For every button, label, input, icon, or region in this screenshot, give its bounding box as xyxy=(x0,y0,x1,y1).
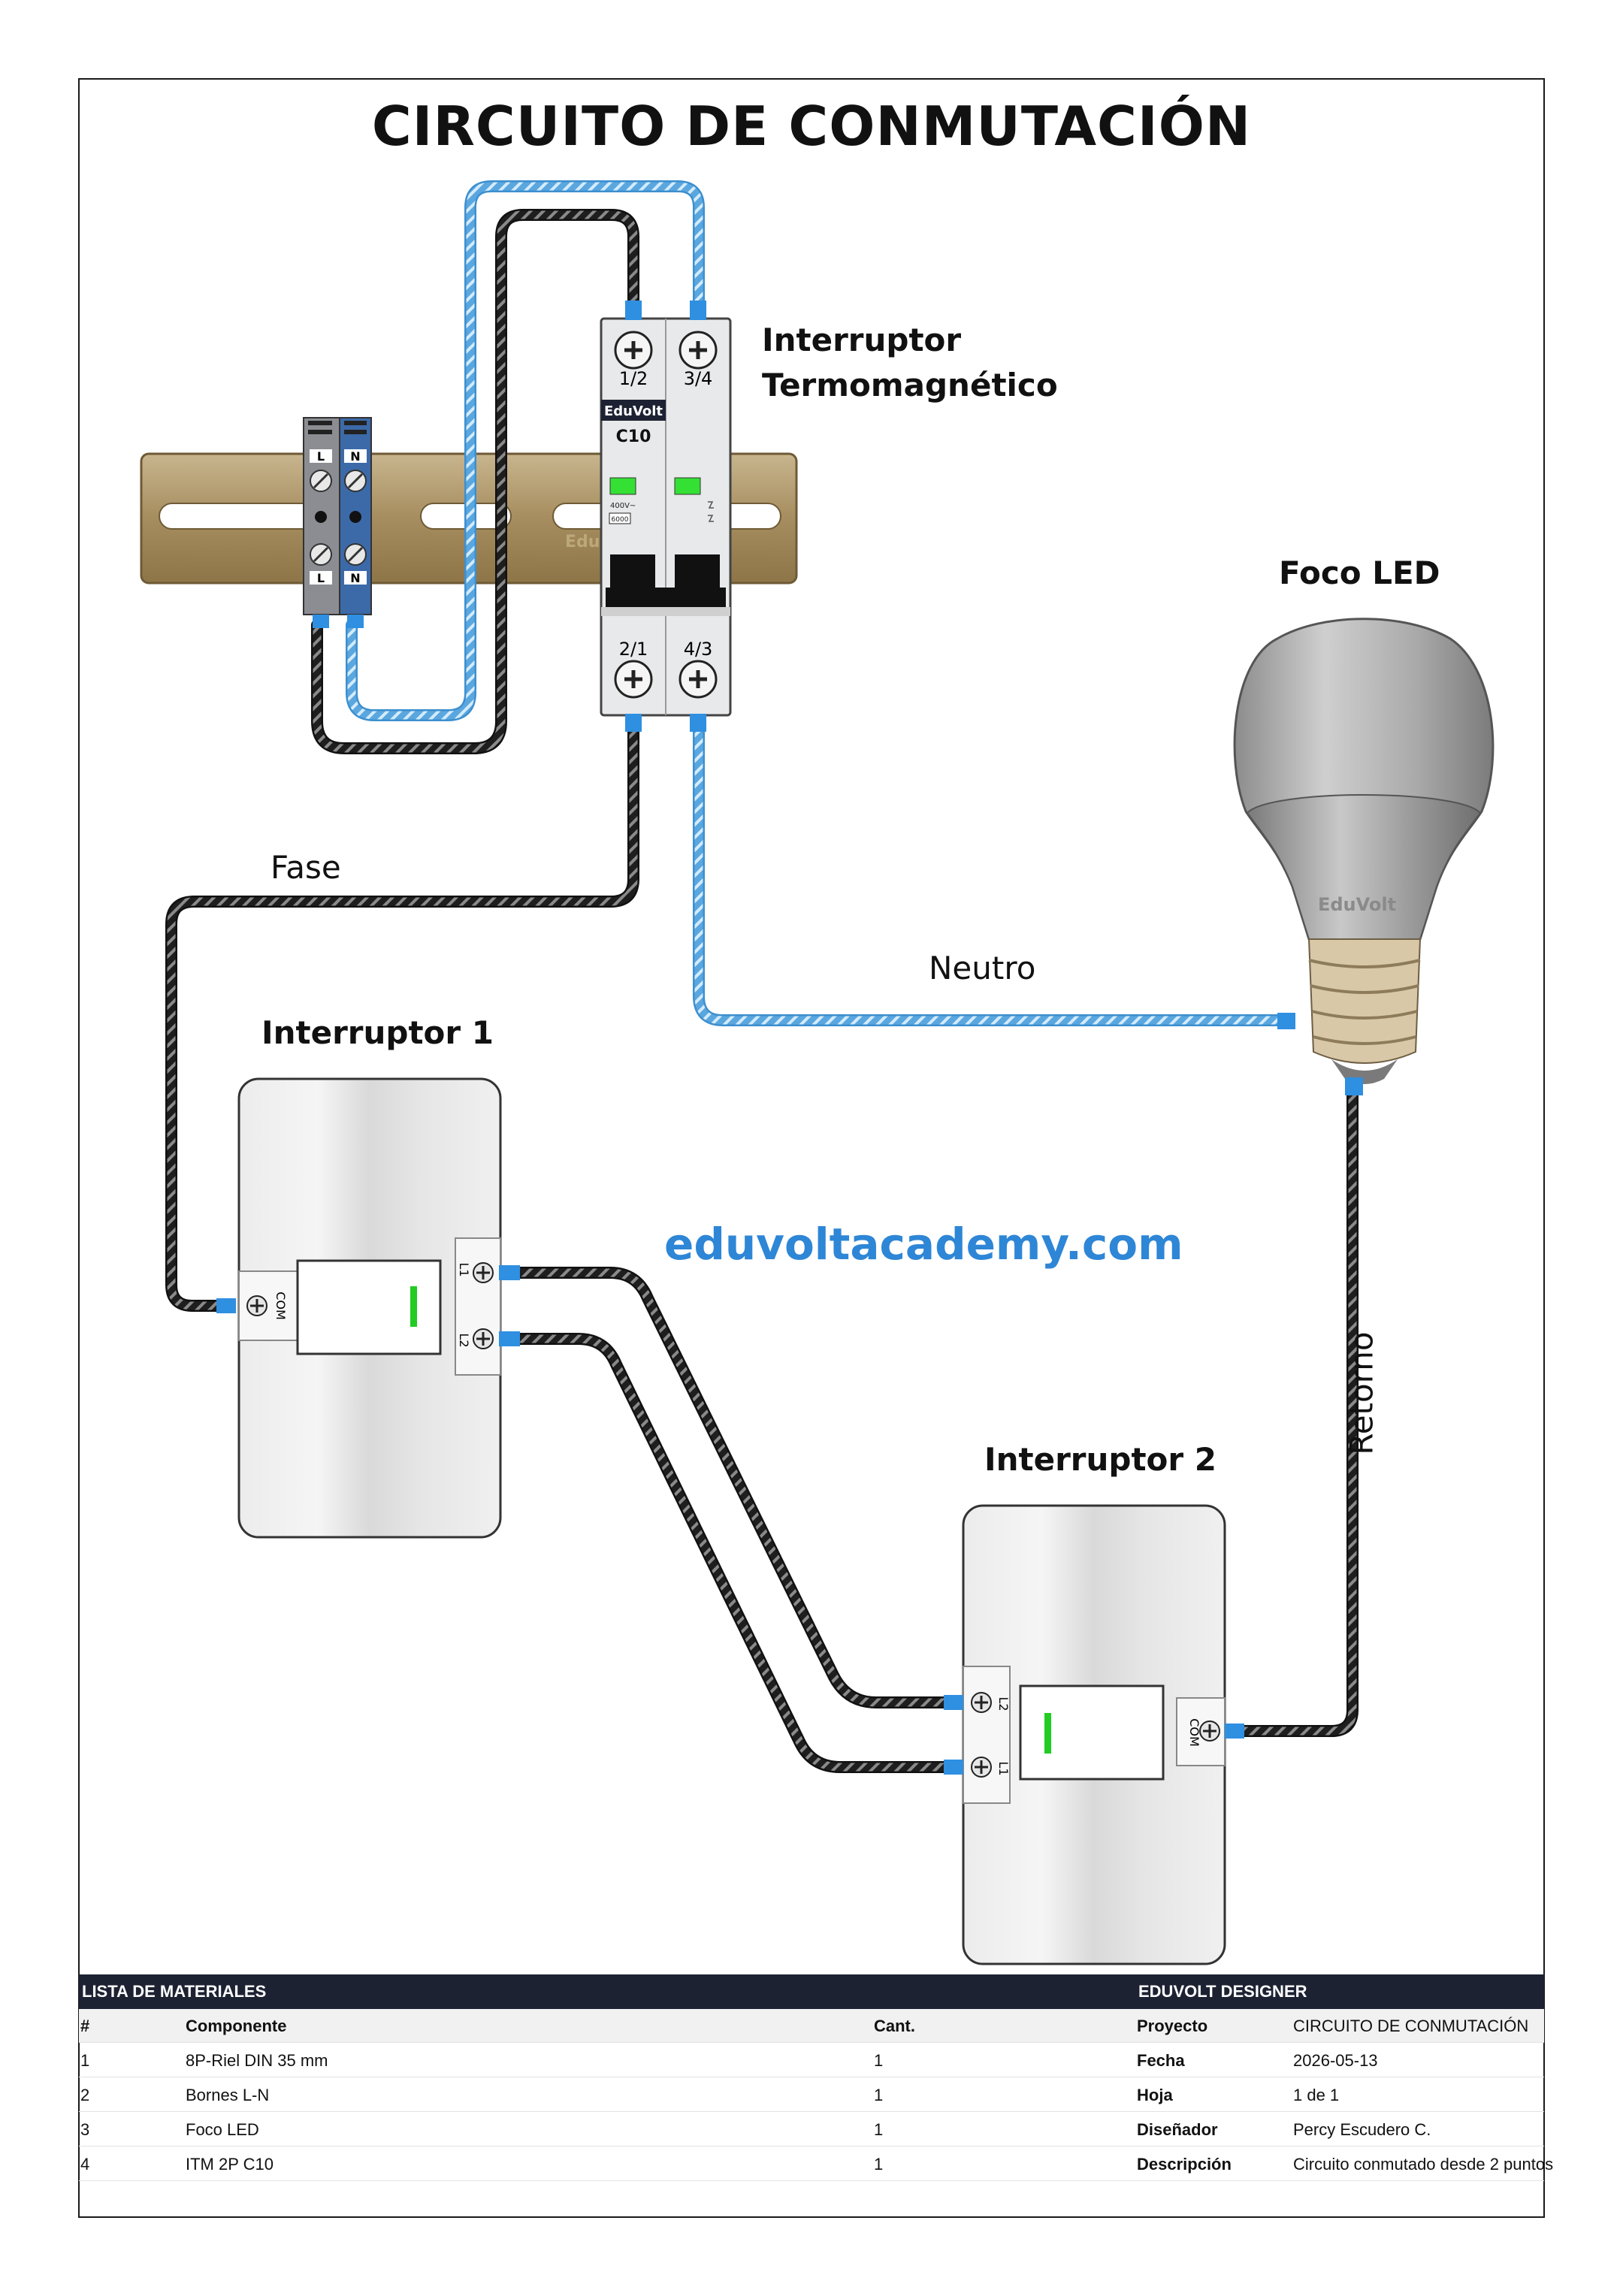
breaker-terminal-2-1: 2/1 xyxy=(619,639,648,660)
switch2-label: Interruptor 2 xyxy=(984,1441,1216,1478)
designer-key-project: Proyecto xyxy=(1137,2017,1208,2035)
materials-heading: LISTA DE MATERIALES xyxy=(79,1974,1134,2009)
terminal-block-ln: L N L N xyxy=(303,417,372,628)
rail-watermark: Edu xyxy=(565,533,600,551)
retorno-label: Retorno xyxy=(1343,1331,1380,1455)
breaker-capacity: 6000 xyxy=(612,516,629,524)
designer-key-description: Descripción xyxy=(1137,2155,1232,2174)
designer-heading: EDUVOLT DESIGNER xyxy=(1134,1974,1544,2009)
mat-4-number: 4 xyxy=(80,2155,90,2174)
col-quantity: Cant. xyxy=(874,2017,915,2035)
circuit-breaker-c10: 1/2 3/4 EduVolt C10 400V~ 6000 2/1 4/3 xyxy=(600,301,732,732)
breaker-terminal-3-4: 3/4 xyxy=(684,368,713,389)
neutral-wires xyxy=(346,180,1288,1026)
designer-key-sheet: Hoja xyxy=(1137,2086,1173,2104)
mat-3-quantity: 1 xyxy=(874,2120,884,2139)
materials-header-row xyxy=(79,2009,1134,2042)
designer-key-designer: Diseñador xyxy=(1137,2120,1218,2139)
led-bulb: EduVolt xyxy=(1233,618,1495,1095)
switch1-label: Interruptor 1 xyxy=(261,1014,494,1051)
tb-top-l: L xyxy=(317,449,325,464)
designer-value-project: CIRCUITO DE CONMUTACIÓN xyxy=(1293,2017,1529,2035)
bulb-label: Foco LED xyxy=(1279,554,1440,591)
tb-top-n: N xyxy=(350,449,360,464)
mat-2-quantity: 1 xyxy=(874,2086,884,2104)
designer-value-date: 2026-05-13 xyxy=(1293,2051,1378,2070)
tb-bottom-l: L xyxy=(317,571,325,585)
switch2-terminal-l2: L2 xyxy=(996,1696,1011,1711)
breaker-voltage: 400V~ xyxy=(610,502,636,510)
fase-label: Fase xyxy=(270,849,341,886)
materials-and-title-block: LISTA DE MATERIALES EDUVOLT DESIGNER # C… xyxy=(79,1974,1553,2200)
breaker-label-line1: Interruptor xyxy=(762,322,962,358)
mat-3-number: 3 xyxy=(80,2120,90,2139)
breaker-label-line2: Termomagnético xyxy=(762,367,1058,403)
switch-2: L2 L1 COM xyxy=(944,1504,1244,1965)
breaker-terminal-1-2: 1/2 xyxy=(619,368,648,389)
mat-1-number: 1 xyxy=(80,2051,90,2070)
switch-1: COM L1 L2 xyxy=(216,1077,520,1539)
mat-3-component: Foco LED xyxy=(186,2120,259,2139)
mat-1-component: 8P-Riel DIN 35 mm xyxy=(186,2051,328,2070)
mat-4-quantity: 1 xyxy=(874,2155,884,2174)
mat-4-component: ITM 2P C10 xyxy=(186,2155,274,2174)
drawing-frame xyxy=(78,78,1545,2218)
mat-2-number: 2 xyxy=(80,2086,90,2104)
bulb-watermark: EduVolt xyxy=(1318,894,1396,915)
switch1-terminal-com: COM xyxy=(274,1292,288,1320)
breaker-model: C10 xyxy=(616,427,651,446)
switch1-terminal-l2: L2 xyxy=(457,1333,471,1347)
switch2-terminal-l1: L1 xyxy=(996,1761,1011,1775)
mat-1-quantity: 1 xyxy=(874,2051,884,2070)
designer-key-date: Fecha xyxy=(1137,2051,1185,2070)
switch1-terminal-l1: L1 xyxy=(457,1262,471,1276)
switch2-terminal-com: COM xyxy=(1187,1718,1201,1747)
page-title: CIRCUITO DE CONMUTACIÓN xyxy=(371,95,1252,158)
designer-value-sheet: 1 de 1 xyxy=(1293,2086,1340,2104)
neutro-label: Neutro xyxy=(929,950,1036,986)
designer-value-designer: Percy Escudero C. xyxy=(1293,2120,1431,2139)
breaker-brand: EduVolt xyxy=(604,403,663,419)
mat-2-component: Bornes L-N xyxy=(186,2086,270,2104)
col-number: # xyxy=(80,2017,90,2035)
tb-bottom-n: N xyxy=(350,571,360,585)
col-component: Componente xyxy=(186,2017,287,2035)
designer-value-description: Circuito conmutado desde 2 puntos xyxy=(1293,2155,1554,2174)
phase-wires xyxy=(165,209,1359,1773)
breaker-terminal-4-3: 4/3 xyxy=(684,639,713,660)
website-link[interactable]: eduvoltacademy.com xyxy=(664,1219,1183,1270)
